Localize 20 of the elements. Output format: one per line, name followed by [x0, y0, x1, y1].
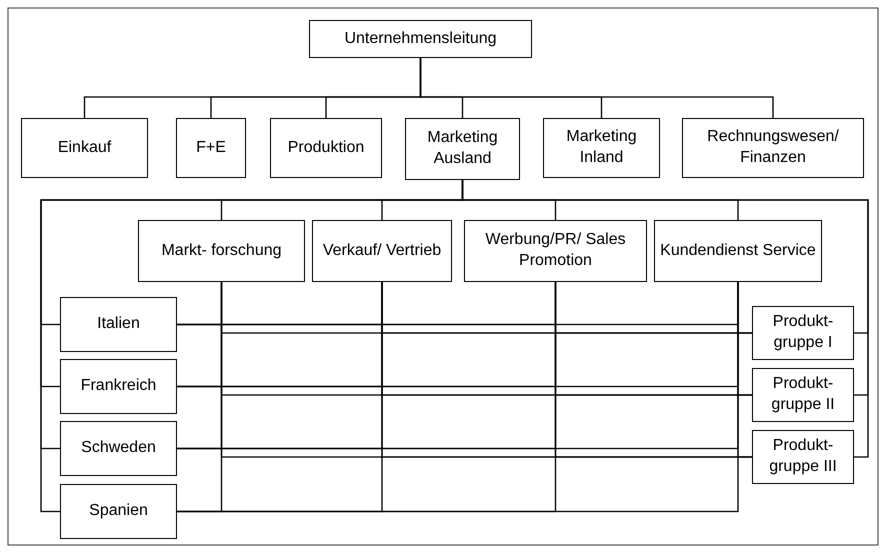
connector-line — [420, 58, 774, 118]
org-unit-box: Italien — [60, 297, 177, 352]
org-unit-box: F+E — [176, 118, 246, 178]
org-unit-box: Spanien — [60, 484, 177, 539]
org-unit-box: Einkauf — [21, 118, 148, 178]
org-unit-box: Markt- forschung — [138, 220, 305, 282]
org-unit-box: Kundendienst Service — [654, 220, 822, 282]
org-unit-box: Schweden — [60, 421, 177, 476]
org-unit-box: Produktion — [270, 118, 382, 178]
org-unit-box: Unternehmensleitung — [309, 20, 532, 58]
org-unit-box: Produkt- gruppe III — [752, 430, 854, 484]
org-unit-box: Produkt- gruppe I — [752, 306, 854, 360]
org-unit-box: Marketing Inland — [543, 118, 660, 178]
connector-line — [737, 282, 752, 458]
org-unit-box: Verkauf/ Vertrieb — [312, 220, 452, 282]
org-unit-box: Werbung/PR/ Sales Promotion — [464, 220, 647, 282]
org-unit-box: Produkt- gruppe II — [752, 368, 854, 422]
org-unit-box: Frankreich — [60, 359, 177, 414]
org-unit-box: Marketing Ausland — [405, 118, 520, 180]
org-unit-box: Rechnungswesen/ Finanzen — [682, 118, 864, 178]
